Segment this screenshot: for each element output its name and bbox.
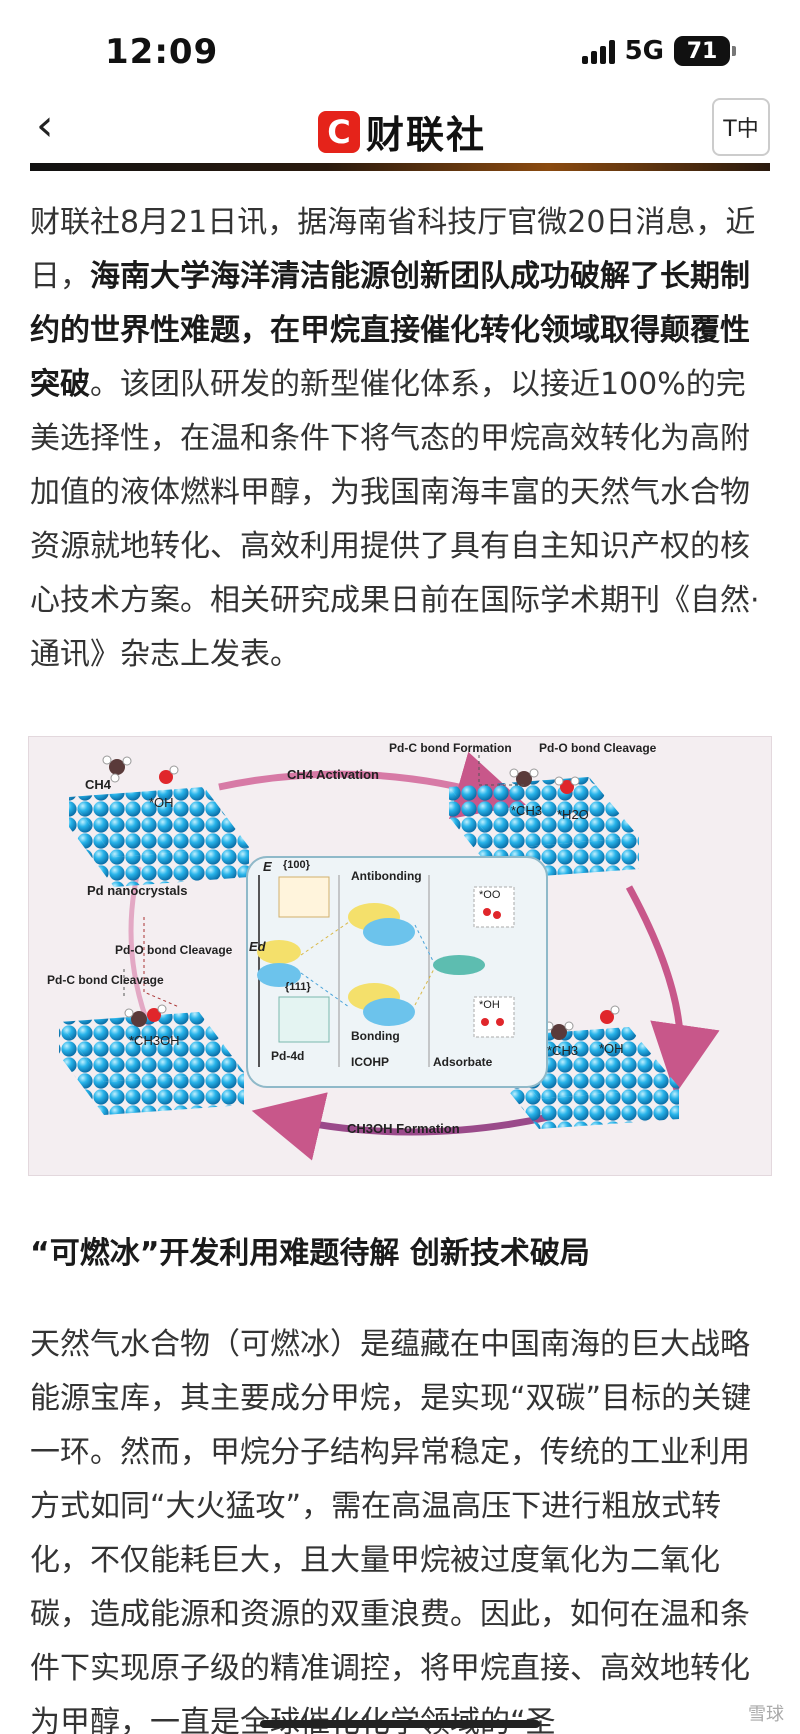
app-logo: C 财联社 <box>318 104 486 159</box>
reaction-cycle-figure: CH4 *OH CH4 Activation Pd-C bond Formati… <box>28 736 772 1176</box>
article-paragraph-2: 天然气水合物（可燃冰）是蕴藏在中国南海的巨大战略能源宝库，其主要成分甲烷，是实现… <box>30 1327 752 1734</box>
status-icons: 5G 71 <box>581 36 736 66</box>
logo-text: 财联社 <box>366 113 487 157</box>
label-antibonding: Antibonding <box>351 869 422 883</box>
battery-icon: 71 <box>674 36 736 66</box>
label-ch3-bottom: *CH3 <box>547 1043 579 1058</box>
section-heading: “可燃冰”开发利用难题待解 创新技术破局 <box>30 1236 590 1271</box>
label-pd-4d: Pd-4d <box>271 1049 305 1063</box>
battery-level: 71 <box>686 38 718 64</box>
network-type: 5G <box>624 36 664 66</box>
label-oo: *OO <box>479 889 501 901</box>
label-ch3oh: *CH3OH <box>129 1033 180 1048</box>
label-h2o: *H2O <box>557 807 589 822</box>
font-size-button[interactable]: T中 <box>712 98 770 156</box>
label-oh-box: *OH <box>479 999 500 1011</box>
label-pdc-formation: Pd-C bond Formation <box>389 741 512 755</box>
label-icohp: ICOHP <box>351 1055 390 1069</box>
chevron-left-icon[interactable]: ‹ <box>36 100 54 151</box>
label-adsorbate: Adsorbate <box>433 1055 493 1069</box>
label-facet-100: {100} <box>283 859 310 871</box>
paragraph-text: 财联社8月21日讯，据海南省科技厅官微20日消息，近日， <box>30 205 756 294</box>
label-ch3oh-formation: CH3OH Formation <box>347 1121 460 1136</box>
header-divider <box>30 163 770 171</box>
nav-bar: ‹ C 财联社 T中 <box>0 90 800 166</box>
label-oh: *OH <box>149 795 174 810</box>
signal-icon <box>581 38 615 64</box>
label-energy-axis: E <box>263 859 272 874</box>
label-pd-nanocrystals: Pd nanocrystals <box>87 883 188 898</box>
label-oh-bottom: *OH <box>599 1041 624 1056</box>
label-ed: Ed <box>249 939 266 954</box>
logo-mark: C <box>318 110 360 153</box>
paragraph-text: 。该团队研发的新型催化体系，以接近100%的完美选择性，在温和条件下将气态的甲烷… <box>30 367 760 672</box>
label-facet-111: {111} <box>285 981 311 993</box>
label-pdo-cleavage-left: Pd-O bond Cleavage <box>115 943 233 957</box>
watermark: 雪球 <box>748 1704 784 1725</box>
home-indicator[interactable] <box>260 1720 540 1728</box>
label-pdo-cleavage-top: Pd-O bond Cleavage <box>539 741 657 755</box>
article-paragraph-1: 财联社8月21日讯，据海南省科技厅官微20日消息，近日，海南大学海洋清洁能源创新… <box>30 196 775 682</box>
label-ch4: CH4 <box>85 777 112 792</box>
status-bar: 12:09 5G 71 <box>0 0 800 100</box>
paragraph-highlight: 海南大学海洋清洁能源创新团队成功破解了长期制约的世界性难题，在甲烷直接催化转化领… <box>30 259 750 402</box>
label-bonding: Bonding <box>351 1029 400 1043</box>
status-time: 12:09 <box>105 32 219 72</box>
label-ch3-top: *CH3 <box>511 803 543 818</box>
label-pdc-cleavage: Pd-C bond Cleavage <box>47 973 164 987</box>
figure-graphics <box>59 751 720 1161</box>
label-ch4-activation: CH4 Activation <box>287 767 379 782</box>
